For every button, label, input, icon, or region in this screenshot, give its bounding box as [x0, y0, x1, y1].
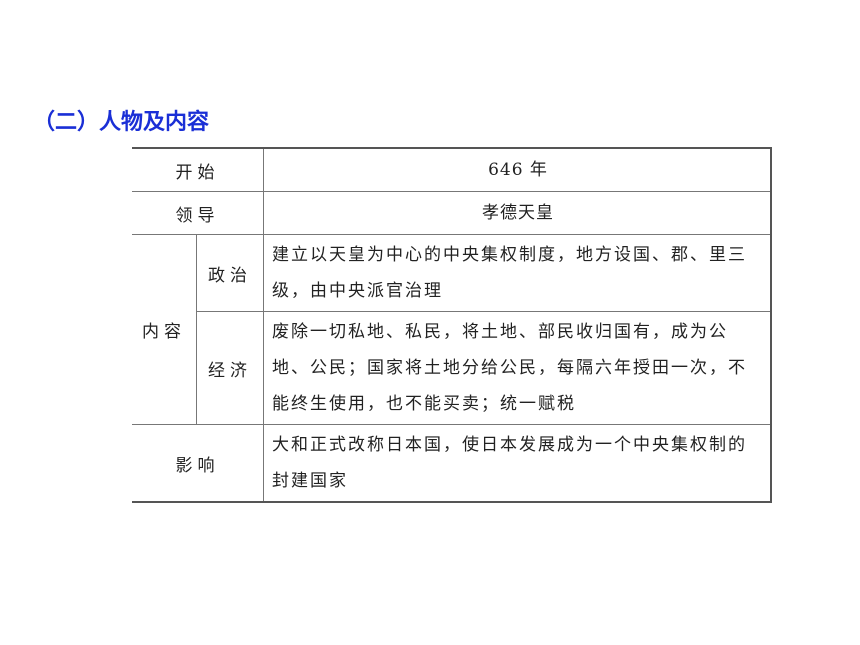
table-row-leader: 领导 孝德天皇 — [132, 191, 772, 235]
economy-label: 经济 — [196, 311, 264, 425]
reform-table: 开始 646 年 领导 孝德天皇 内容 政治 建立以天皇为中心的中央集权制度，地… — [132, 147, 772, 503]
table-row-politics: 内容 政治 建立以天皇为中心的中央集权制度，地方设国、郡、里三级，由中央派官治理 — [132, 234, 772, 425]
content-label: 内容 — [132, 234, 197, 425]
table-row-economy: 经济 废除一切私地、私民，将土地、部民收归国有，成为公地、公民；国家将土地分给公… — [132, 311, 772, 425]
start-value: 646 年 — [263, 147, 772, 192]
politics-value: 建立以天皇为中心的中央集权制度，地方设国、郡、里三级，由中央派官治理 — [263, 234, 772, 312]
reform-table-container: 开始 646 年 领导 孝德天皇 内容 政治 建立以天皇为中心的中央集权制度，地… — [132, 147, 772, 503]
economy-value: 废除一切私地、私民，将土地、部民收归国有，成为公地、公民；国家将土地分给公民，每… — [263, 311, 772, 425]
section-heading: （二）人物及内容 — [33, 110, 210, 135]
leader-label: 领导 — [132, 191, 264, 235]
table-row-start: 开始 646 年 — [132, 147, 772, 192]
start-label: 开始 — [132, 147, 264, 192]
impact-value: 大和正式改称日本国，使日本发展成为一个中央集权制的封建国家 — [263, 424, 772, 503]
table-row-impact: 影响 大和正式改称日本国，使日本发展成为一个中央集权制的封建国家 — [132, 424, 772, 503]
impact-label: 影响 — [132, 424, 264, 503]
politics-label: 政治 — [196, 234, 264, 312]
leader-value: 孝德天皇 — [263, 191, 772, 235]
